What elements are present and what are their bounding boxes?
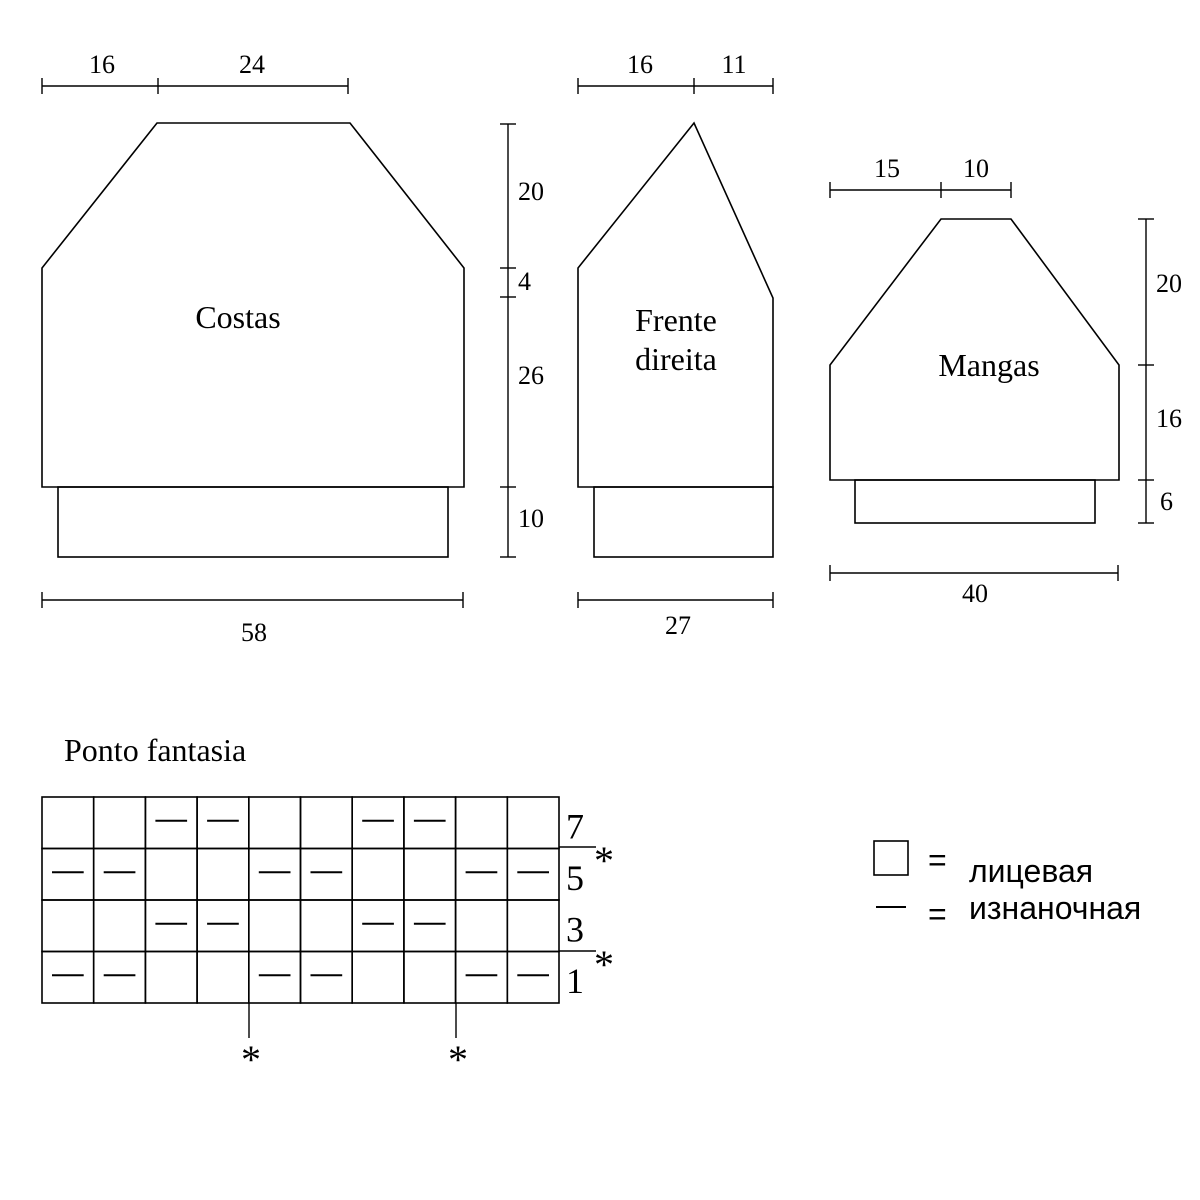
- costas-side-dim-1: 20: [518, 177, 544, 206]
- costas-ribbing: [57, 486, 449, 558]
- costas-side-dim-3: 26: [518, 361, 544, 390]
- frente-top-dim-2: 11: [721, 50, 746, 79]
- mangas-bottom-dim: 40: [962, 579, 988, 608]
- chart-cell: [144, 950, 198, 1004]
- stitch-chart-repeat-markers: * * * *: [241, 838, 614, 1082]
- chart-cell: [403, 847, 457, 901]
- chart-cell: [196, 899, 250, 953]
- chart-cell: [41, 950, 95, 1004]
- chart-cell: [92, 847, 147, 901]
- mangas-outline: [829, 218, 1120, 481]
- chart-cell: [248, 950, 302, 1004]
- chart-cell: [454, 950, 509, 1004]
- frente-top-dim-1: 16: [627, 50, 653, 79]
- chart-cell: [41, 847, 95, 901]
- costas-bottom-dim: 58: [241, 618, 267, 647]
- chart-cell: [506, 899, 560, 953]
- frente-ribbing: [593, 486, 774, 558]
- frente-label-line1: Frente: [635, 302, 717, 338]
- chart-cell: [506, 796, 560, 850]
- chart-cell: [351, 899, 405, 953]
- chart-cell: [299, 950, 354, 1004]
- chart-cell: [41, 899, 95, 953]
- chart-cell: [92, 796, 147, 850]
- chart-cell: [299, 847, 354, 901]
- chart-cell: [454, 899, 509, 953]
- repeat-asterisk-col-left: *: [241, 1037, 261, 1082]
- costas-side-dim-4: 10: [518, 504, 544, 533]
- frente-piece: Frente direita 16 11 27: [577, 50, 774, 640]
- chart-cell: [403, 796, 457, 850]
- knit-symbol-icon: [873, 840, 909, 876]
- chart-cell: [196, 950, 250, 1004]
- stitch-chart-grid: 7 5 3 1: [41, 796, 584, 1004]
- mangas-side-dim-2: 16: [1156, 404, 1182, 433]
- legend-purl-label: изнаночная: [969, 890, 1141, 926]
- costas-top-dim-2: 24: [239, 50, 265, 79]
- chart-row-label: 1: [566, 961, 584, 1001]
- chart-cell: [454, 796, 509, 850]
- chart-cell: [144, 899, 198, 953]
- costas-side-dimension: 20 4 26 10: [500, 123, 544, 558]
- frente-top-dimension: 16 11: [577, 50, 774, 94]
- chart-cell: [299, 899, 354, 953]
- mangas-piece: Mangas 15 10 20 16 6 40: [829, 154, 1182, 608]
- chart-row-label: 5: [566, 858, 584, 898]
- frente-label-line2: direita: [635, 341, 717, 377]
- costas-top-dimension: 16 24: [41, 50, 349, 94]
- chart-cell: [351, 847, 405, 901]
- chart-cell: [144, 847, 198, 901]
- chart-row-label: 3: [566, 910, 584, 950]
- frente-bottom-dim: 27: [665, 611, 691, 640]
- costas-piece: Costas 16 24 20 4 26 10: [41, 50, 544, 647]
- chart-row-label: 7: [566, 807, 584, 847]
- chart-cell: [403, 899, 457, 953]
- costas-bottom-dimension: 58: [41, 592, 464, 647]
- legend-purl-equals: =: [928, 896, 947, 932]
- repeat-asterisk-col-right: *: [448, 1037, 468, 1082]
- stitch-legend: = лицевая = изнаночная: [873, 840, 1141, 932]
- chart-cell: [92, 950, 147, 1004]
- chart-cell: [403, 950, 457, 1004]
- mangas-side-dim-1: 20: [1156, 269, 1182, 298]
- mangas-label: Mangas: [938, 347, 1039, 383]
- chart-cell: [92, 899, 147, 953]
- chart-cell: [299, 796, 354, 850]
- chart-cell: [506, 847, 560, 901]
- stitch-chart-title: Ponto fantasia: [64, 732, 246, 768]
- mangas-ribbing: [854, 479, 1096, 524]
- costas-outline: [41, 122, 465, 488]
- mangas-top-dimension: 15 10: [829, 154, 1012, 198]
- chart-cell: [144, 796, 198, 850]
- chart-cell: [196, 847, 250, 901]
- chart-cell: [506, 950, 560, 1004]
- frente-bottom-dimension: 27: [577, 592, 774, 640]
- repeat-asterisk-row-top: *: [594, 838, 614, 883]
- repeat-asterisk-row-bottom: *: [594, 942, 614, 987]
- legend-knit-equals: =: [928, 842, 947, 878]
- mangas-top-dim-1: 15: [874, 154, 900, 183]
- legend-knit-label: лицевая: [969, 853, 1093, 889]
- mangas-side-dimension: 20 16 6: [1138, 218, 1182, 524]
- chart-cell: [248, 847, 302, 901]
- costas-side-dim-2: 4: [518, 267, 531, 296]
- chart-cell: [351, 796, 405, 850]
- costas-label: Costas: [195, 299, 280, 335]
- chart-cell: [41, 796, 95, 850]
- chart-cell: [196, 796, 250, 850]
- chart-cell: [351, 950, 405, 1004]
- mangas-top-dim-2: 10: [963, 154, 989, 183]
- mangas-side-dim-3: 6: [1160, 487, 1173, 516]
- chart-cell: [454, 847, 509, 901]
- chart-cell: [248, 899, 302, 953]
- mangas-bottom-dimension: 40: [829, 565, 1119, 608]
- chart-cell: [248, 796, 302, 850]
- costas-top-dim-1: 16: [89, 50, 115, 79]
